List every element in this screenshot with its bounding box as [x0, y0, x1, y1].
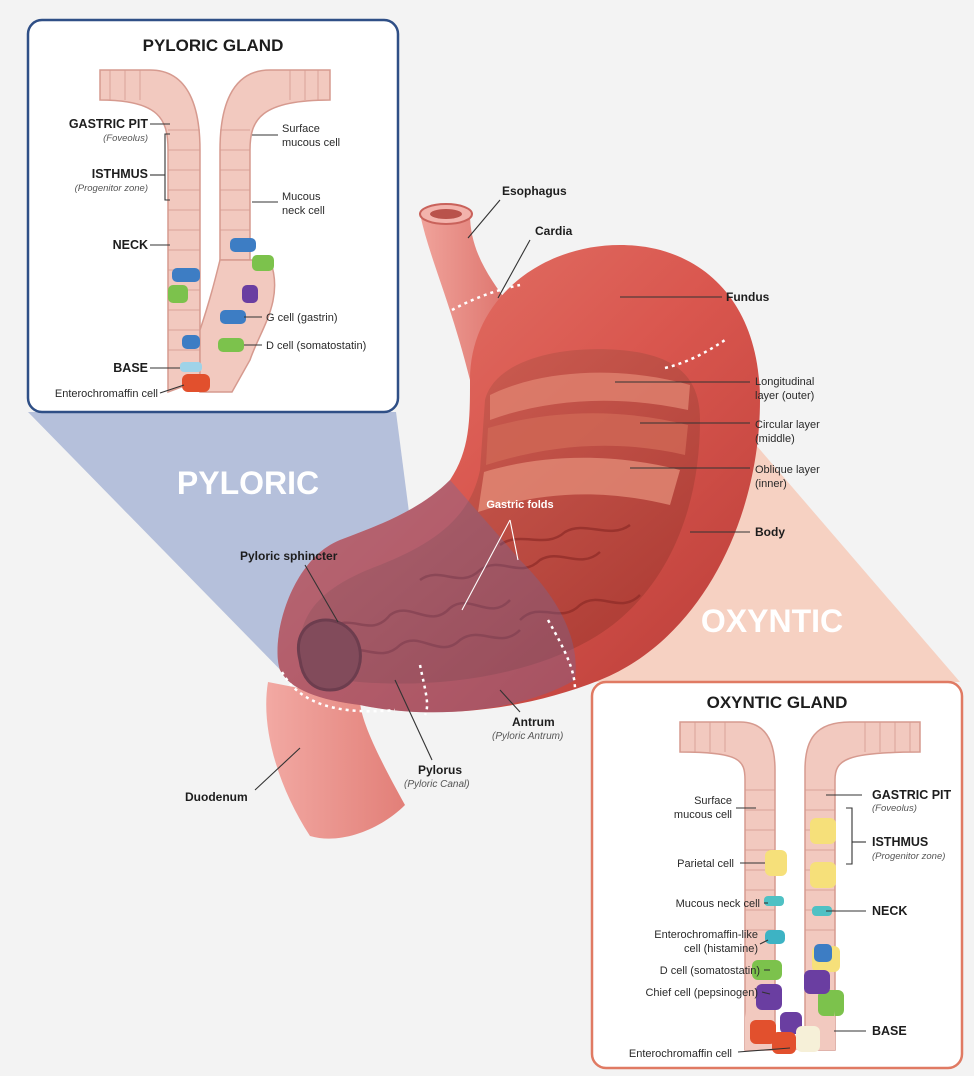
pyloric-d-cell	[218, 338, 244, 352]
pyloric-cell-blue-base	[182, 335, 200, 349]
label-pylorus: Pylorus	[418, 763, 462, 777]
oxyntic-label-parietal: Parietal cell	[677, 858, 734, 870]
oxyntic-label-mucous-neck: Mucous neck cell	[676, 898, 760, 910]
oxyntic-blue-cell	[814, 944, 832, 962]
pyloric-panel-title: PYLORIC GLAND	[143, 36, 284, 55]
label-circular-1: Circular layer	[755, 419, 820, 431]
oxyntic-chief-cell-1	[756, 984, 782, 1010]
pyloric-label-base: BASE	[113, 361, 148, 375]
pyloric-label-isthmus: ISTHMUS	[92, 167, 148, 181]
oxyntic-white-cell	[796, 1026, 820, 1052]
label-antrum-sub: (Pyloric Antrum)	[492, 731, 563, 742]
oxyntic-label-gastric-pit: GASTRIC PIT	[872, 788, 952, 802]
oxyntic-label-isthmus: ISTHMUS	[872, 835, 928, 849]
pyloric-neck-cell-blue	[230, 238, 256, 252]
label-circular-2: (middle)	[755, 433, 795, 445]
label-cardia: Cardia	[535, 224, 573, 238]
oxyntic-ecl-cell	[765, 930, 785, 944]
oxyntic-parietal-cell-3	[810, 862, 836, 888]
pyloric-label-gastric-pit-sub: (Foveolus)	[103, 133, 148, 144]
oxyntic-label-chief: Chief cell (pepsinogen)	[645, 987, 758, 999]
oxyntic-label-neck: NECK	[872, 904, 907, 918]
pyloric-cell-purple	[242, 285, 258, 303]
oxyntic-panel-title: OXYNTIC GLAND	[707, 693, 848, 712]
pyloric-g-cell	[220, 310, 246, 324]
label-body: Body	[755, 525, 785, 539]
oxyntic-label-ecl-1: Enterochromaffin-like	[654, 929, 758, 941]
oxyntic-chief-cell-2	[804, 970, 830, 994]
label-gastric-folds: Gastric folds	[486, 499, 553, 511]
label-pylorus-sub: (Pyloric Canal)	[404, 779, 470, 790]
pyloric-label-isthmus-sub: (Progenitor zone)	[75, 183, 148, 194]
pyloric-label-surface-mucous-2: mucous cell	[282, 137, 340, 149]
pyloric-cell-blue-left	[172, 268, 200, 282]
oxyntic-label-gastric-pit-sub: (Foveolus)	[872, 803, 917, 814]
oxyntic-label-surface-mucous-2: mucous cell	[674, 809, 732, 821]
oxyntic-label-d-cell: D cell (somatostatin)	[660, 965, 760, 977]
label-pyloric-sphincter: Pyloric sphincter	[240, 549, 338, 563]
label-duodenum: Duodenum	[185, 790, 248, 804]
pyloric-gland-panel: PYLORIC GLAND	[28, 20, 398, 412]
region-label-oxyntic: OXYNTIC	[701, 603, 843, 639]
pyloric-cell-lightblue-base	[180, 362, 202, 372]
pyloric-label-d-cell: D cell (somatostatin)	[266, 340, 366, 352]
label-oblique-2: (inner)	[755, 478, 787, 490]
oxyntic-mucous-neck-cell-1	[764, 896, 784, 906]
oxyntic-gland-panel: OXYNTIC GLAND	[592, 682, 962, 1068]
pyloric-label-mucous-neck-1: Mucous	[282, 191, 321, 203]
pyloric-label-g-cell: G cell (gastrin)	[266, 312, 338, 324]
oxyntic-parietal-cell-1	[765, 850, 787, 876]
label-antrum: Antrum	[512, 715, 555, 729]
label-longitudinal-2: layer (outer)	[755, 390, 814, 402]
oxyntic-parietal-cell-2	[810, 818, 836, 844]
pyloric-neck-cell-green	[252, 255, 274, 271]
label-oblique-1: Oblique layer	[755, 464, 820, 476]
label-esophagus: Esophagus	[502, 184, 567, 198]
oxyntic-label-base: BASE	[872, 1024, 907, 1038]
pyloric-enterochromaffin-cell	[182, 374, 210, 392]
oxyntic-label-surface-mucous-1: Surface	[694, 795, 732, 807]
label-longitudinal-1: Longitudinal	[755, 376, 814, 388]
label-fundus: Fundus	[726, 290, 770, 304]
oxyntic-enterochromaffin-cell-2	[772, 1032, 796, 1054]
pyloric-label-neck: NECK	[113, 238, 148, 252]
oxyntic-label-isthmus-sub: (Progenitor zone)	[872, 851, 945, 862]
pyloric-cell-green-left	[168, 285, 188, 303]
region-label-pyloric: PYLORIC	[177, 465, 319, 501]
pyloric-label-surface-mucous-1: Surface	[282, 123, 320, 135]
pyloric-label-gastric-pit: GASTRIC PIT	[69, 117, 149, 131]
oxyntic-label-ecl-2: cell (histamine)	[684, 943, 758, 955]
pyloric-label-mucous-neck-2: neck cell	[282, 205, 325, 217]
oxyntic-label-enterochromaffin: Enterochromaffin cell	[629, 1048, 732, 1060]
pyloric-label-enterochromaffin: Enterochromaffin cell	[55, 388, 158, 400]
